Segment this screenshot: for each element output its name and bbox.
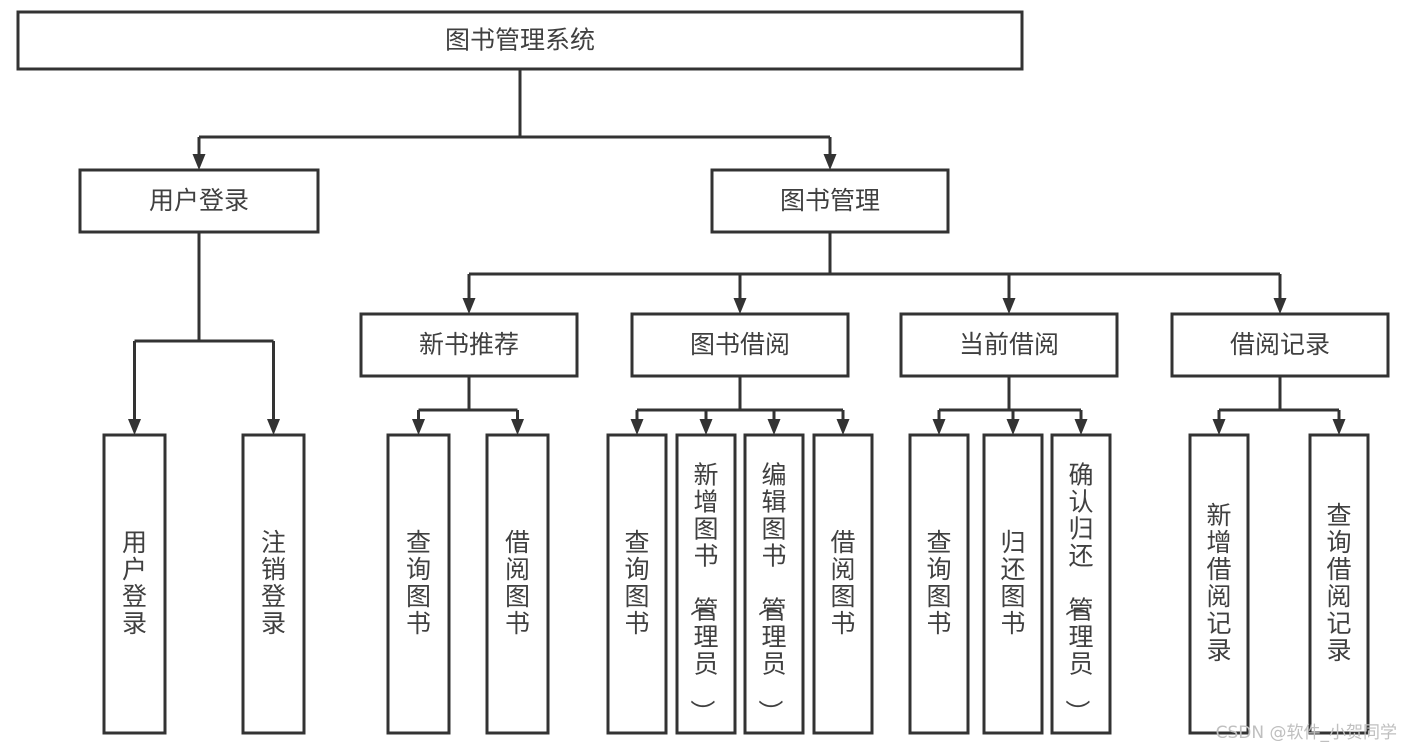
node-box[interactable] (899, 312, 1119, 378)
node-box[interactable] (102, 433, 167, 735)
arrow-head (733, 298, 747, 314)
edge-group-book-manage (462, 232, 1287, 314)
node-label: 查询图书 (406, 528, 431, 638)
node-leaf-borrow-book-2[interactable]: 借阅图书 (812, 433, 874, 735)
node-book-borrow[interactable]: 图书借阅 (630, 312, 850, 378)
node-new-book-recommend[interactable]: 新书推荐 (359, 312, 579, 378)
node-box[interactable] (1308, 433, 1370, 735)
node-label: 用户登录 (149, 186, 249, 215)
watermark-text: CSDN @软件_小贺同学 (1215, 723, 1397, 743)
node-box[interactable] (1188, 433, 1250, 735)
node-box[interactable] (359, 312, 579, 378)
arrow-head (836, 419, 850, 435)
node-label: 新增图书（管理员） (687, 461, 718, 725)
node-leaf-query-book-3[interactable]: 查询图书 (908, 433, 970, 735)
node-leaf-edit-book[interactable]: 编辑图书（管理员） (743, 433, 805, 735)
arrow-head (767, 419, 781, 435)
node-label: 编辑图书（管理员） (755, 461, 786, 725)
node-box[interactable] (710, 168, 950, 234)
arrow-head (1074, 419, 1088, 435)
node-label: 图书管理系统 (445, 26, 595, 55)
arrow-head (932, 419, 946, 435)
node-box[interactable] (241, 433, 306, 735)
arrow-head (1273, 298, 1287, 314)
node-leaf-logout[interactable]: 注销登录 (241, 433, 306, 735)
node-leaf-user-login[interactable]: 用户登录 (102, 433, 167, 735)
node-label: 当前借阅 (959, 330, 1059, 359)
arrow-head (1212, 419, 1226, 435)
edge-layer (128, 69, 1346, 435)
node-box[interactable] (1050, 433, 1112, 735)
node-label: 借阅图书 (830, 528, 855, 638)
arrow-head (699, 419, 713, 435)
node-user-login[interactable]: 用户登录 (78, 168, 320, 234)
node-layer: 图书管理系统用户登录图书管理新书推荐图书借阅当前借阅借阅记录用户登录注销登录查询… (16, 10, 1390, 735)
node-leaf-query-book-2[interactable]: 查询图书 (606, 433, 668, 735)
node-label: 用户登录 (122, 528, 147, 638)
node-box[interactable] (675, 433, 737, 735)
node-box[interactable] (908, 433, 970, 735)
node-label: 查询图书 (624, 528, 649, 638)
node-label: 借阅记录 (1230, 330, 1330, 359)
node-box[interactable] (812, 433, 874, 735)
node-box[interactable] (982, 433, 1044, 735)
node-leaf-query-book-1[interactable]: 查询图书 (386, 433, 451, 735)
arrow-head (412, 419, 425, 435)
arrow-head (1332, 419, 1346, 435)
node-leaf-borrow-book-1[interactable]: 借阅图书 (485, 433, 550, 735)
node-label: 图书借阅 (690, 330, 790, 359)
node-label: 图书管理 (780, 186, 880, 215)
node-box[interactable] (78, 168, 320, 234)
node-leaf-confirm-return[interactable]: 确认归还（管理员） (1050, 433, 1112, 735)
node-box[interactable] (1170, 312, 1390, 378)
node-label: 注销登录 (261, 528, 286, 638)
node-book-manage[interactable]: 图书管理 (710, 168, 950, 234)
arrow-head (192, 154, 206, 170)
node-label: 新书推荐 (419, 330, 519, 359)
node-box[interactable] (630, 312, 850, 378)
node-label: 新增借阅记录 (1206, 501, 1231, 665)
node-box[interactable] (16, 10, 1024, 71)
node-leaf-add-book[interactable]: 新增图书（管理员） (675, 433, 737, 735)
edge-group-current-borrow (932, 376, 1088, 435)
arrow-head (630, 419, 644, 435)
node-leaf-return-book[interactable]: 归还图书 (982, 433, 1044, 735)
edge-group-book-borrow (630, 376, 850, 435)
node-box[interactable] (386, 433, 451, 735)
arrow-head (1006, 419, 1020, 435)
arrow-head (823, 154, 837, 170)
node-root[interactable]: 图书管理系统 (16, 10, 1024, 71)
arrow-head (462, 298, 476, 314)
node-label: 归还图书 (1000, 528, 1025, 638)
arrow-head (128, 419, 141, 435)
edge-group-user-login (128, 232, 280, 435)
arrow-head (511, 419, 524, 435)
node-leaf-add-record[interactable]: 新增借阅记录 (1188, 433, 1250, 735)
node-box[interactable] (606, 433, 668, 735)
node-current-borrow[interactable]: 当前借阅 (899, 312, 1119, 378)
arrow-head (267, 419, 280, 435)
edge-group-root (192, 69, 837, 170)
edge-group-borrow-record (1212, 376, 1346, 435)
arrow-head (1002, 298, 1016, 314)
edge-group-new-book-recommend (412, 376, 524, 435)
node-label: 查询图书 (926, 528, 951, 638)
node-box[interactable] (743, 433, 805, 735)
node-borrow-record[interactable]: 借阅记录 (1170, 312, 1390, 378)
node-label: 确认归还（管理员） (1062, 461, 1093, 725)
node-label: 查询借阅记录 (1326, 501, 1351, 665)
node-box[interactable] (485, 433, 550, 735)
node-label: 借阅图书 (505, 528, 530, 638)
node-leaf-query-record[interactable]: 查询借阅记录 (1308, 433, 1370, 735)
